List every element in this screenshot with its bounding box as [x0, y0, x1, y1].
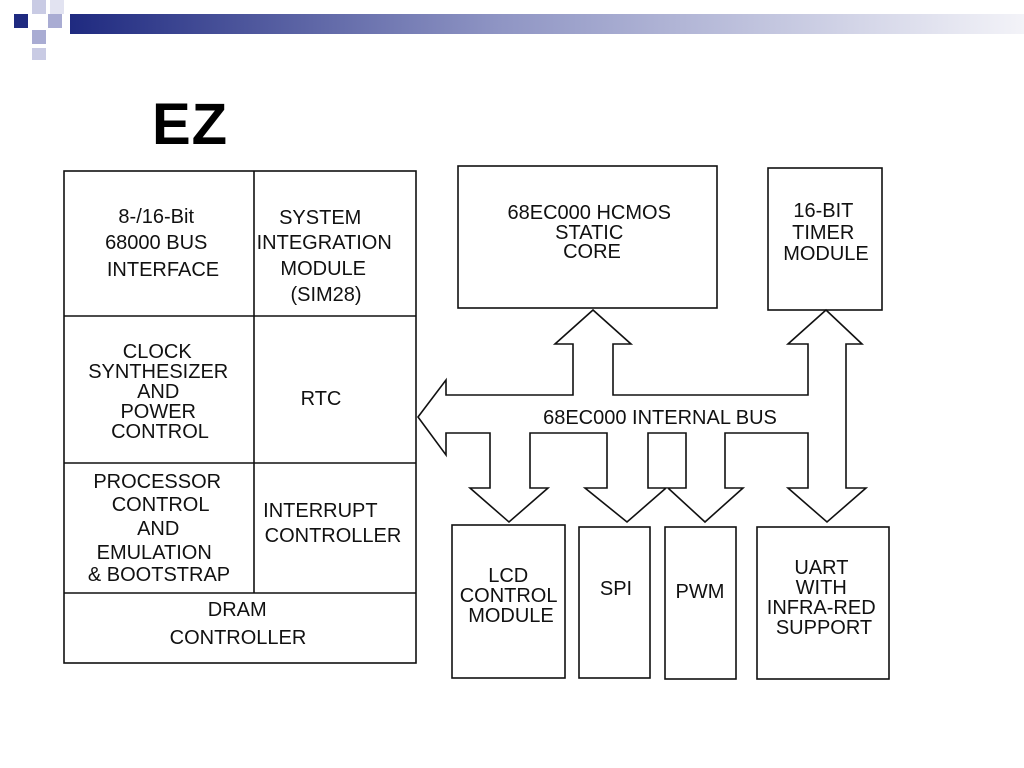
uart-block [756, 526, 890, 680]
timer-label: 16-BIT TIMER MODULE [783, 200, 869, 265]
bus-interface-label: 8-/16-Bit 68000 BUS INTERFACE [105, 206, 219, 281]
clock-label: CLOCK SYNTHESIZER AND POWER CONTROL [88, 341, 234, 443]
internal-bus-arrow [417, 308, 869, 524]
lcd-label: LCD CONTROL MODULE [460, 565, 563, 627]
processor-control-label: PROCESSOR CONTROL AND EMULATION & BOOTST… [88, 471, 230, 586]
header-square [32, 48, 46, 60]
core-block [457, 165, 718, 309]
lcd-block [451, 524, 566, 679]
header-square [32, 0, 46, 14]
pwm-label: PWM [676, 581, 725, 603]
header-decoration [14, 0, 1024, 60]
header-square [14, 14, 28, 28]
interrupt-label: INTERRUPT CONTROLLER [263, 500, 401, 547]
header-square [32, 30, 46, 44]
header-gradient-bar [70, 14, 1024, 34]
left-module-frame [63, 170, 417, 664]
pwm-block [664, 526, 737, 680]
spi-block [578, 526, 651, 679]
dram-label: DRAM CONTROLLER [170, 599, 307, 649]
header-square [48, 14, 62, 28]
rtc-label: RTC [301, 388, 342, 410]
internal-bus-label: 68EC000 INTERNAL BUS [543, 407, 777, 429]
core-label: 68EC000 HCMOS STATIC CORE [508, 202, 677, 263]
spi-label: SPI [600, 578, 632, 600]
sim28-label: SYSTEM INTEGRATION MODULE (SIM28) [257, 207, 398, 306]
header-square [50, 0, 64, 14]
slide-title: EZ [152, 92, 229, 157]
uart-label: UART WITH INFRA-RED SUPPORT [767, 557, 881, 639]
